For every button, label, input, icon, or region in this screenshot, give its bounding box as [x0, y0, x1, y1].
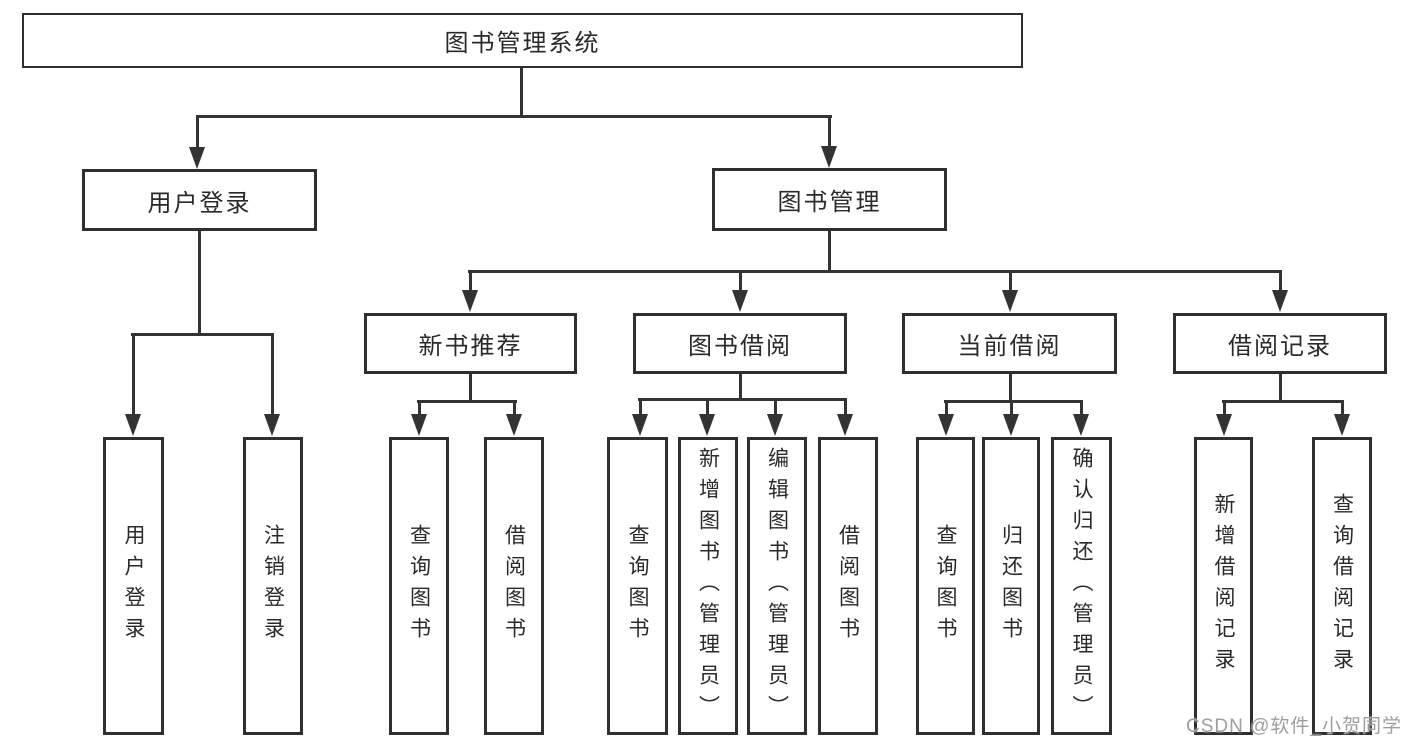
node-label: 新书推荐 [418, 333, 523, 360]
connector-line [469, 270, 472, 296]
connector-line [468, 270, 1282, 273]
connector-line [739, 270, 742, 296]
node-book-management: 图书管理 [712, 168, 947, 231]
arrow-down-icon [125, 414, 141, 436]
leaf-records-add-borrow-record: 新增借阅记录 [1194, 437, 1253, 735]
connector-line [945, 400, 948, 418]
connector-line [1080, 400, 1083, 418]
leaf-borrowing-edit-books-admin: 编辑图书（管理员） [747, 437, 807, 735]
arrow-down-icon [1272, 290, 1288, 312]
connector-line [944, 400, 1083, 403]
node-label: 图书管理系统 [444, 30, 601, 57]
leaf-current-confirm-return-admin: 确认归还（管理员） [1051, 437, 1112, 735]
leaf-label: 新增图书（管理员） [696, 446, 720, 726]
arrow-down-icon [462, 290, 478, 312]
leaf-records-query-borrow-record: 查询借阅记录 [1312, 437, 1372, 735]
node-user-login: 用户登录 [82, 169, 317, 231]
arrow-down-icon [1003, 414, 1019, 436]
connector-line [828, 229, 831, 273]
node-borrowing-records: 借阅记录 [1173, 313, 1387, 374]
arrow-down-icon [699, 414, 715, 436]
connector-line [1223, 400, 1226, 418]
connector-line [639, 398, 642, 418]
leaf-label: 查询图书 [626, 524, 649, 648]
arrow-down-icon [938, 414, 954, 436]
connector-line [196, 115, 832, 118]
connector-line [706, 398, 709, 418]
connector-line [1279, 270, 1282, 296]
leaf-label: 编辑图书（管理员） [765, 446, 789, 726]
connector-line [1009, 270, 1012, 296]
connector-line [417, 400, 517, 403]
leaf-newbooks-query-books: 查询图书 [389, 437, 449, 735]
node-new-book-recommendation: 新书推荐 [364, 313, 577, 374]
arrow-down-icon [821, 146, 837, 168]
arrow-down-icon [189, 147, 205, 169]
node-current-borrowing: 当前借阅 [902, 313, 1117, 374]
connector-line [1222, 400, 1344, 403]
connector-line [739, 372, 742, 401]
connector-line [1279, 372, 1282, 403]
connector-line [1010, 400, 1013, 418]
connector-line [1009, 372, 1012, 403]
node-label: 当前借阅 [957, 333, 1062, 360]
node-library-management-system: 图书管理系统 [22, 13, 1023, 68]
arrow-down-icon [411, 414, 427, 436]
node-label: 借阅记录 [1228, 333, 1332, 360]
connector-line [828, 115, 831, 149]
leaf-label: 确认归还（管理员） [1070, 446, 1093, 726]
leaf-user-login: 用户登录 [103, 437, 164, 735]
leaf-logout: 注销登录 [243, 437, 303, 735]
connector-line [469, 372, 472, 403]
leaf-label: 新增借阅记录 [1212, 493, 1235, 679]
connector-line [198, 229, 201, 336]
connector-line [131, 333, 274, 336]
arrow-down-icon [264, 414, 280, 436]
arrow-down-icon [1334, 414, 1350, 436]
connector-line [520, 66, 523, 118]
connector-line [774, 398, 777, 418]
arrow-down-icon [837, 414, 853, 436]
connector-line [196, 115, 199, 149]
connector-line [638, 398, 847, 401]
leaf-label: 用户登录 [122, 524, 145, 648]
arrow-down-icon [767, 414, 783, 436]
node-label: 图书管理 [777, 189, 882, 216]
leaf-current-query-books: 查询图书 [916, 437, 975, 735]
leaf-label: 查询图书 [934, 524, 957, 648]
leaf-label: 查询图书 [407, 524, 431, 648]
leaf-label: 归还图书 [999, 524, 1023, 648]
connector-line [418, 400, 421, 418]
leaf-borrowing-borrow-books: 借阅图书 [818, 437, 878, 735]
arrow-down-icon [1073, 414, 1089, 436]
leaf-borrowing-add-books-admin: 新增图书（管理员） [678, 437, 738, 735]
connector-line [513, 400, 516, 418]
leaf-current-return-books: 归还图书 [982, 437, 1040, 735]
arrow-down-icon [506, 414, 522, 436]
arrow-down-icon [1216, 414, 1232, 436]
csdn-watermark: CSDN @软件_小贺同学 [1186, 716, 1402, 737]
connector-line [132, 333, 135, 418]
leaf-newbooks-borrow-books: 借阅图书 [484, 437, 544, 735]
leaf-label: 查询借阅记录 [1330, 493, 1354, 679]
connector-line [271, 333, 274, 418]
node-label: 图书借阅 [688, 333, 792, 360]
leaf-label: 借阅图书 [502, 524, 526, 648]
leaf-borrowing-query-books: 查询图书 [607, 437, 668, 735]
leaf-label: 借阅图书 [836, 524, 860, 648]
connector-line [1341, 400, 1344, 418]
node-label: 用户登录 [147, 189, 252, 217]
node-book-borrowing: 图书借阅 [633, 313, 847, 374]
leaf-label: 注销登录 [261, 524, 285, 648]
arrow-down-icon [732, 290, 748, 312]
arrow-down-icon [1002, 290, 1018, 312]
connector-line [844, 398, 847, 418]
arrow-down-icon [632, 414, 648, 436]
